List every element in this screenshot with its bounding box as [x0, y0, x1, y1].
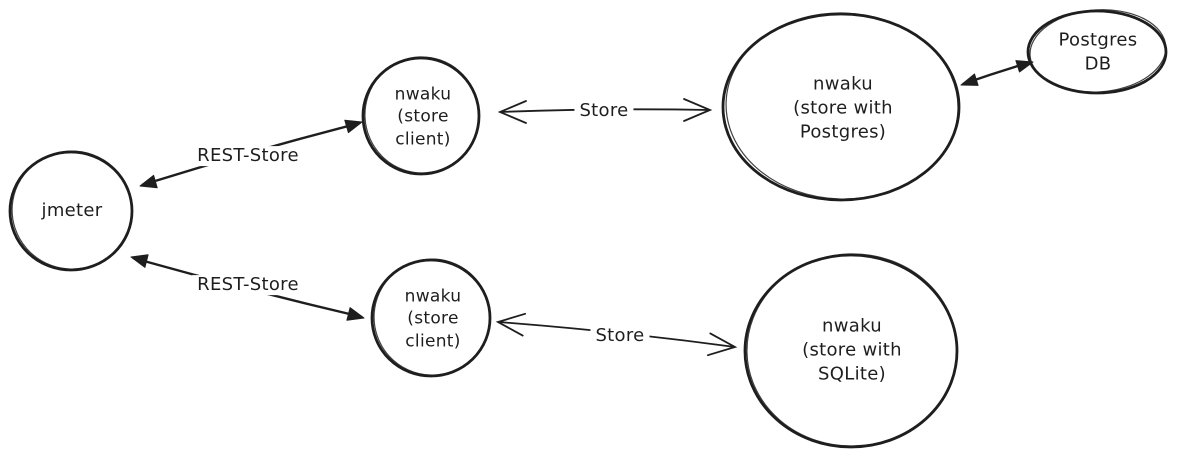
node-label-postgres-db: Postgres DB: [1058, 29, 1138, 74]
node-label-nwaku-store-postgres: nwaku (store with Postgres): [793, 73, 893, 142]
edge-postgres-db-link[interactable]: [960, 60, 1034, 86]
node-label-nwaku-store-client-top: nwaku (store client): [394, 84, 452, 150]
node-nwaku-store-client-top[interactable]: [361, 54, 482, 176]
node-nwaku-store-client-bottom[interactable]: [370, 256, 493, 378]
edge-label-rest-store-top: REST-Store: [192, 146, 304, 166]
node-postgres-db[interactable]: [1026, 5, 1168, 96]
edge-label-rest-store-bottom: REST-Store: [192, 275, 304, 295]
node-label-nwaku-store-sqlite: nwaku (store with SQLite): [802, 315, 902, 384]
edge-label-store-top: Store: [574, 101, 634, 121]
node-nwaku-store-postgres[interactable]: [721, 9, 961, 203]
node-nwaku-store-sqlite[interactable]: [743, 250, 961, 449]
edge-label-store-bottom: Store: [590, 326, 650, 346]
node-label-jmeter: jmeter: [41, 200, 103, 222]
node-label-nwaku-store-client-bottom: nwaku (store client): [404, 286, 462, 352]
node-jmeter[interactable]: [8, 147, 136, 273]
